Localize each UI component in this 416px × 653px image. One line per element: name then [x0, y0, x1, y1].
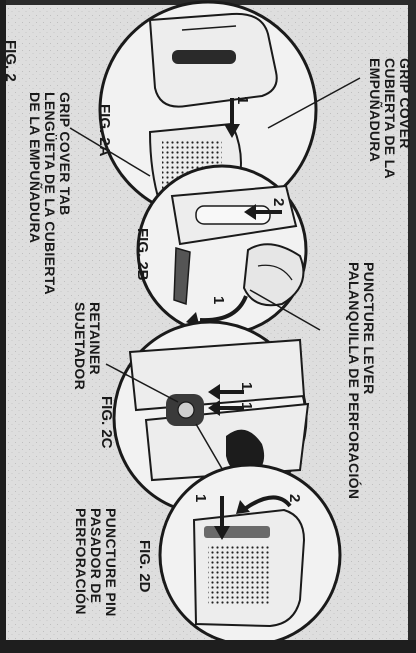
fig-2-caption: FIG. 2 — [2, 40, 18, 82]
step-number-2b-2: 2 — [270, 198, 286, 206]
puncture-pin-es-2: PERFORACIÓN — [73, 508, 88, 617]
fig-2d-drawing — [160, 465, 340, 645]
retainer-label: RETAINER SUJETADOR — [72, 302, 102, 390]
step-number-2a-1: 1 — [234, 96, 250, 104]
step-number-2c-1: 1 — [238, 382, 254, 390]
fig-2b-caption: FIG. 2B — [134, 228, 150, 281]
grip-cover-es-2: EMPUÑADURA — [367, 58, 382, 179]
fig-2c-caption: FIG. 2C — [98, 396, 114, 449]
grip-cover-en: GRIP COVER — [397, 58, 412, 179]
fig-2a-caption: FIG. 2A — [96, 104, 112, 157]
grip-cover-label: GRIP COVER CUBIERTA DE LA EMPUÑADURA — [367, 58, 412, 179]
grip-cover-tab-label: GRIP COVER TAB LENGÜETA DE LA CUBIERTA D… — [27, 92, 72, 295]
step-number-2d-1: 1 — [192, 494, 208, 502]
page-edge-bottom — [0, 640, 416, 653]
grip-cover-tab-en: GRIP COVER TAB — [57, 92, 72, 295]
step-number-2b-1: 1 — [210, 296, 226, 304]
fig-2d-caption: FIG. 2D — [136, 540, 152, 593]
puncture-lever-en: PUNCTURE LEVER — [361, 262, 376, 499]
puncture-lever-es: PALANQUILLA DE PERFORACIÓN — [346, 262, 361, 499]
puncture-pin-label: PUNCTURE PIN PASADOR DE PERFORACIÓN — [73, 508, 118, 617]
grip-cover-es-1: CUBIERTA DE LA — [382, 58, 397, 179]
step-number-2d-2: 2 — [286, 494, 302, 502]
puncture-lever-label: PUNCTURE LEVER PALANQUILLA DE PERFORACIÓ… — [346, 262, 376, 499]
retainer-en: RETAINER — [87, 302, 102, 390]
puncture-pin-es-1: PASADOR DE — [88, 508, 103, 617]
grip-cover-tab-es-1: LENGÜETA DE LA CUBIERTA — [42, 92, 57, 295]
puncture-pin-en: PUNCTURE PIN — [103, 508, 118, 617]
step-number-2c-1b: 1 — [238, 402, 254, 410]
grip-cover-tab-es-2: DE LA EMPUÑADURA — [27, 92, 42, 295]
retainer-es: SUJETADOR — [72, 302, 87, 390]
